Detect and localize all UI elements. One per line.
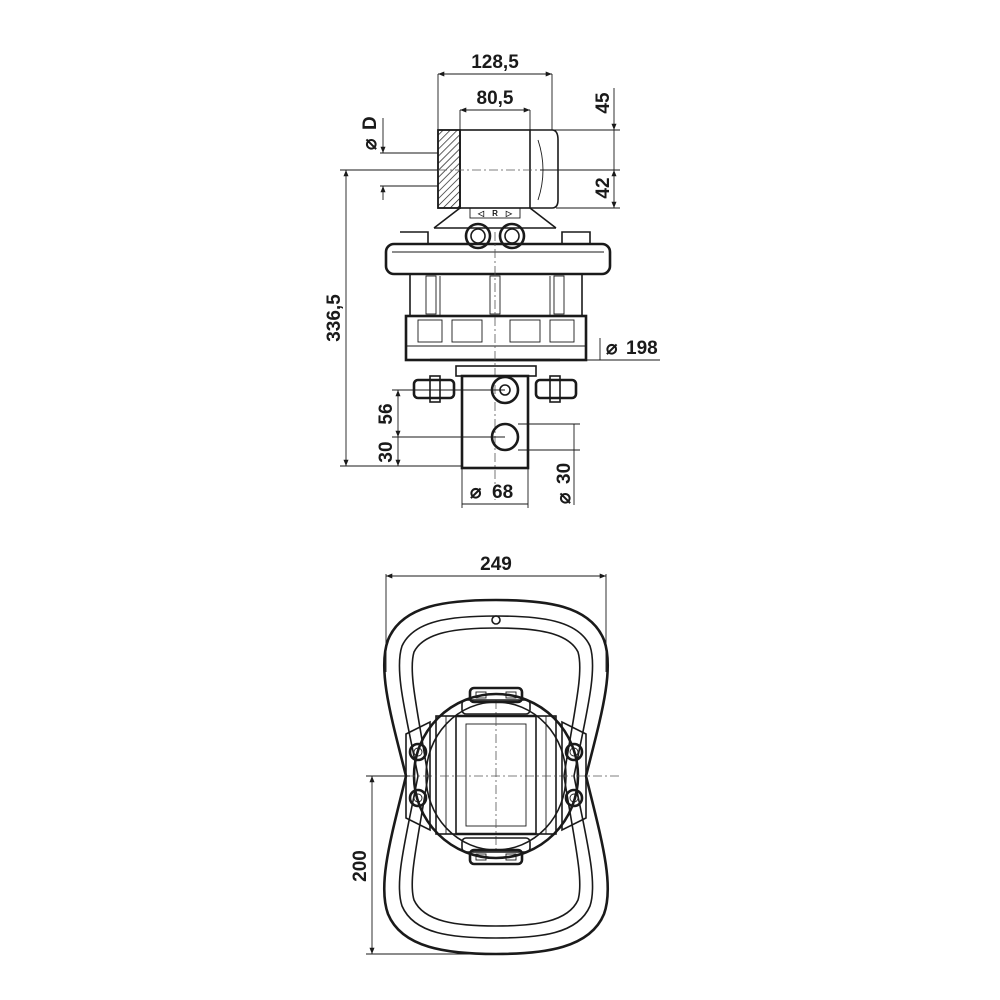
dimension-56-30: 56 30 [376, 389, 505, 466]
dim-336-5-label: 336,5 [324, 294, 345, 342]
bottom-shaft [412, 365, 578, 470]
dimension-45-42: 45 42 [540, 88, 620, 209]
dim-128-5-label: 128,5 [471, 52, 519, 73]
rotator-body [404, 232, 588, 500]
dim-68-label: 68 [492, 482, 513, 503]
dimension-diameter-30: ⌀ 30 [518, 423, 580, 505]
dimension-80-5: 80,5 [459, 88, 531, 130]
dim-68-diameter-symbol: ⌀ [470, 482, 482, 503]
rotator-flange [384, 231, 612, 276]
dimension-diameter-68: ⌀ 68 [461, 468, 529, 508]
dim-42-label: 42 [593, 177, 614, 198]
dim-30-left-label: 30 [376, 441, 397, 462]
dim-d-diameter-symbol: ⌀ [360, 138, 381, 150]
dimension-200: 200 [350, 775, 496, 955]
dimension-336-5: 336,5 [324, 169, 462, 467]
port-markings: ◁ R ▷ [469, 207, 521, 219]
dim-200-label: 200 [350, 850, 371, 882]
dim-198-label: 198 [626, 338, 658, 359]
dimension-249: 249 [385, 554, 607, 672]
port-left-label: ◁ [477, 209, 485, 218]
dim-45-label: 45 [593, 92, 614, 114]
dimension-diameter-d: ⌀ D [360, 116, 438, 200]
dimension-128-5: 128,5 [437, 52, 553, 130]
port-center-label: R [492, 209, 498, 218]
side-view: ◁ R ▷ [324, 52, 660, 508]
port-right-label: ▷ [505, 209, 513, 218]
clamp-teeth [461, 686, 531, 866]
side-lugs [405, 720, 587, 832]
dim-d-label: D [360, 116, 381, 130]
dim-198-diameter-symbol: ⌀ [606, 338, 618, 359]
hydraulic-ports [464, 222, 526, 250]
dimension-diameter-198: ⌀ 198 [586, 338, 660, 361]
dim-80-5-label: 80,5 [477, 88, 514, 109]
top-view: 249 [350, 554, 620, 956]
dim-30-diameter-symbol: ⌀ [554, 492, 575, 504]
dim-249-label: 249 [480, 554, 512, 575]
dim-56-label: 56 [376, 403, 397, 424]
dim-30-right-label: 30 [554, 463, 575, 484]
